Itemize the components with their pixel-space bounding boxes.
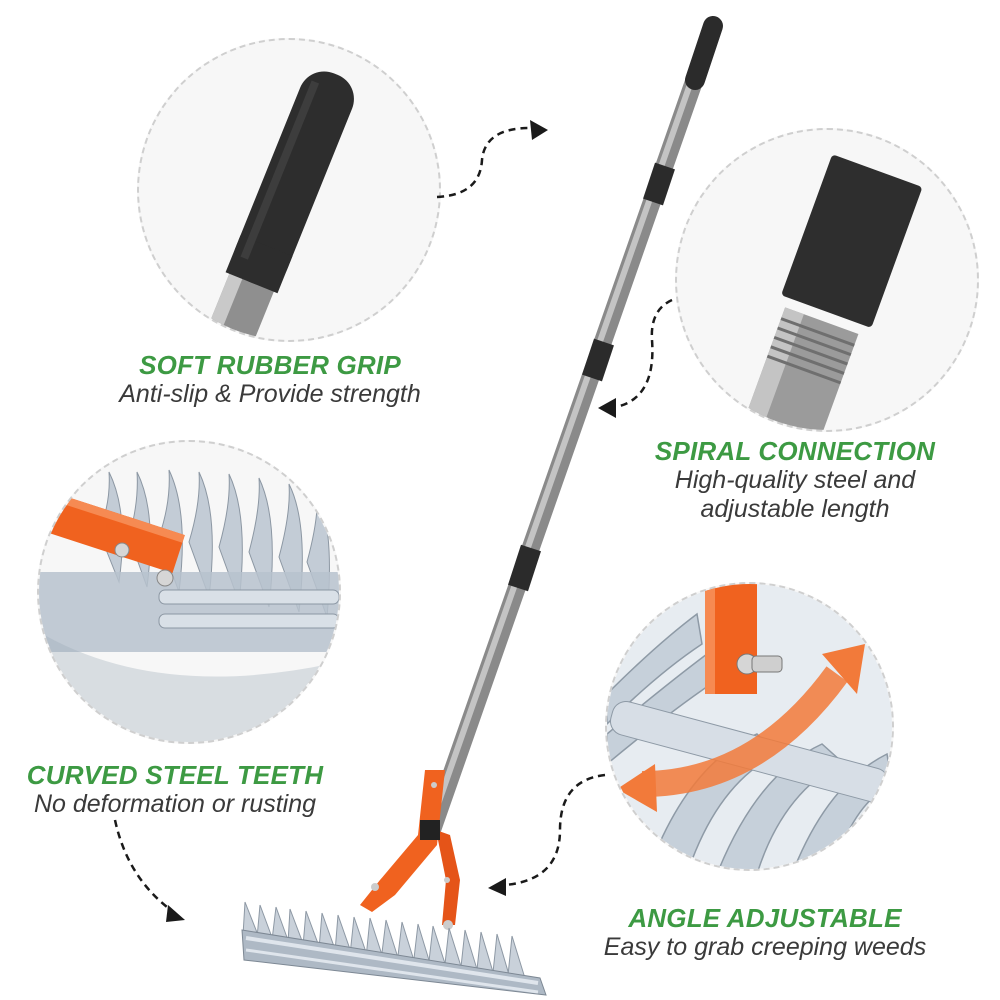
feature-description: No deformation or rusting [33,790,317,818]
curved-teeth-icon [39,469,339,742]
feature-grip: SOFT RUBBER GRIP Anti-slip & Provide str… [100,350,440,409]
spiral-connector-icon [726,155,922,430]
teeth-detail-circle [37,440,341,744]
feature-title: CURVED STEEL TEETH [26,760,324,790]
angle-adjust-icon [607,584,892,869]
feature-title: SPIRAL CONNECTION [654,436,936,466]
feature-teeth: CURVED STEEL TEETH No deformation or rus… [15,760,335,819]
angle-detail-circle [605,582,894,871]
feature-title: ANGLE ADJUSTABLE [628,903,902,933]
feature-description-line-2: adjustable length [700,495,890,523]
feature-description: Anti-slip & Provide strength [119,380,421,408]
telescopic-handle [423,16,723,839]
feature-title: SOFT RUBBER GRIP [139,350,401,380]
rubber-grip-icon [204,71,354,340]
rake-head [241,901,547,996]
orange-bracket [360,770,460,930]
spiral-detail-circle [675,128,979,432]
arrow-heads [166,120,616,922]
feature-angle: ANGLE ADJUSTABLE Easy to grab creeping w… [590,903,940,962]
feature-description-line-1: High-quality steel and [674,466,916,494]
dashed-arrows [113,126,673,915]
grip-detail-circle [137,38,441,342]
feature-spiral: SPIRAL CONNECTION High-quality steel and… [645,436,945,524]
feature-description: Easy to grab creeping weeds [603,933,927,961]
